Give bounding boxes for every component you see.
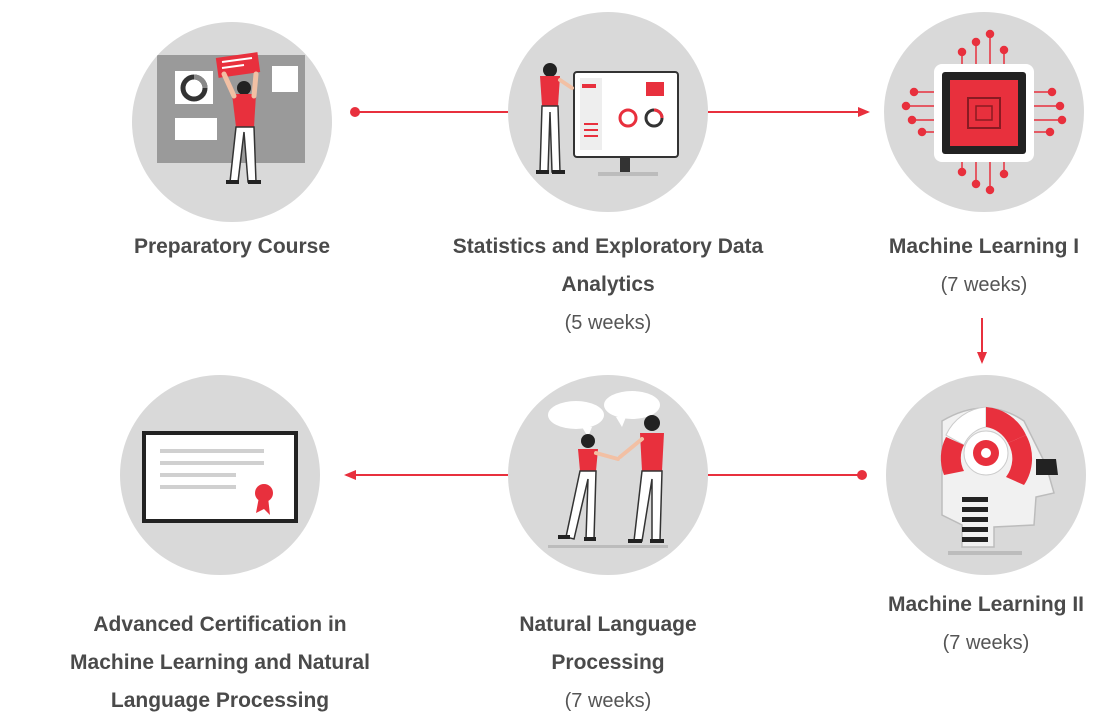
step-title: Natural Language Processing: [519, 613, 697, 674]
nlp-label: Natural Language Processing (7 weeks): [443, 606, 773, 720]
step-duration: (5 weeks): [564, 312, 652, 334]
step-title: Preparatory Course: [133, 235, 331, 258]
step-title: Statistics and Exploratory Data Analytic…: [452, 235, 764, 296]
analytics-dashboard-icon: [536, 63, 679, 176]
machine-learning-2-circle: [886, 375, 1086, 575]
machine-learning-2-label: Machine Learning II (7 weeks): [821, 586, 1114, 662]
step-duration: (7 weeks): [940, 274, 1028, 296]
robot-head-icon: [940, 406, 1058, 555]
statistics-circle: [508, 12, 708, 212]
connector-prep-to-stats: [350, 107, 508, 117]
statistics-label: Statistics and Exploratory Data Analytic…: [443, 228, 773, 342]
presenter-board-icon: [157, 52, 305, 184]
conversation-icon: [548, 391, 668, 548]
certificate-icon: [142, 431, 298, 523]
step-duration: (7 weeks): [564, 690, 652, 712]
preparatory-course-circle: [132, 22, 332, 222]
nlp-circle: [508, 375, 708, 575]
step-title: Advanced Certification in Machine Learni…: [70, 613, 370, 712]
step-title: Machine Learning II: [887, 593, 1085, 616]
certification-circle: [120, 375, 320, 575]
preparatory-course-label: Preparatory Course: [67, 228, 397, 266]
step-duration: (7 weeks): [942, 632, 1030, 654]
certification-label: Advanced Certification in Machine Learni…: [55, 606, 385, 720]
machine-learning-1-circle: [884, 12, 1084, 212]
step-title: Machine Learning I: [888, 235, 1080, 258]
connector-ml2-to-nlp: [708, 470, 867, 480]
microchip-icon: [901, 29, 1067, 195]
machine-learning-1-label: Machine Learning I (7 weeks): [819, 228, 1114, 304]
